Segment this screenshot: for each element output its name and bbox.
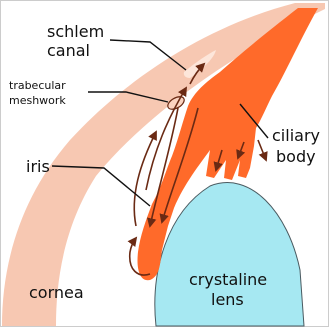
label-cornea: cornea [29,283,84,302]
label-meshwork: meshwork [9,94,66,107]
label-lens: lens [211,290,244,309]
label-crystaline: crystaline [189,270,267,289]
label-body: body [276,147,316,166]
label-schlem: schlem [47,22,104,41]
label-iris: iris [26,157,50,176]
label-trabecular: trabecular [9,79,66,92]
label-canal: canal [47,41,90,60]
label-ciliary: ciliary [272,126,320,145]
